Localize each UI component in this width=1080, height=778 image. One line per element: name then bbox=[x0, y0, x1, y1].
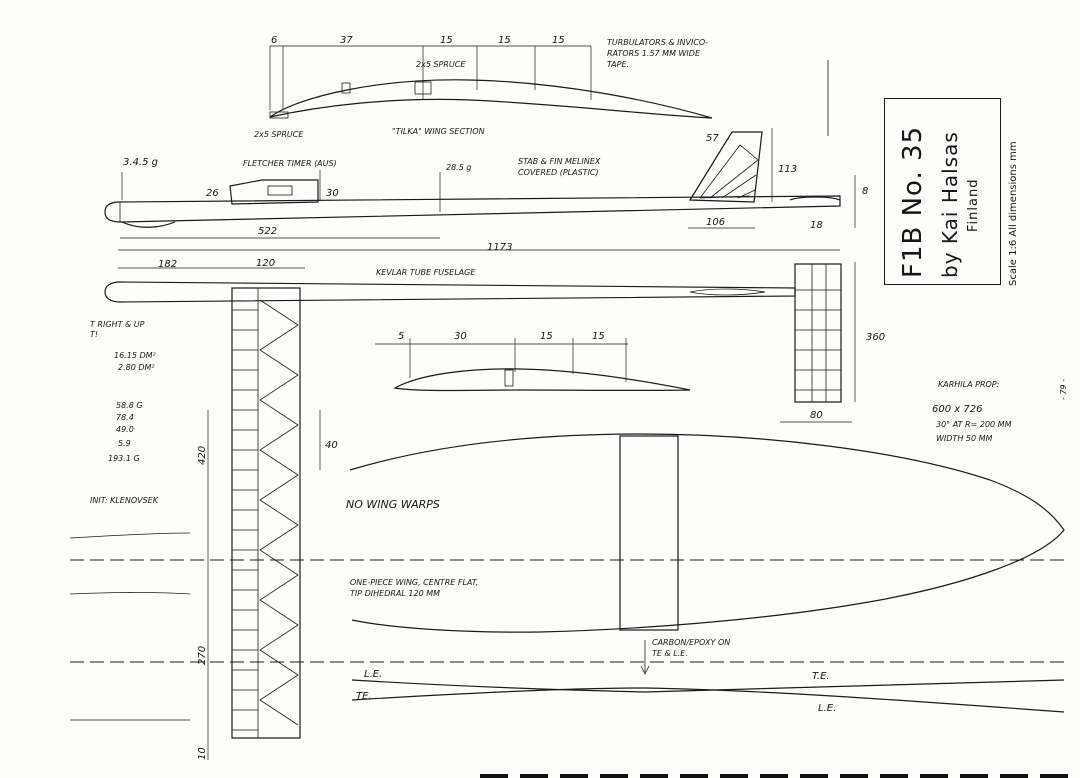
fin-dim-18: 18 bbox=[810, 220, 823, 231]
credit-note: INIT: KLENOVSEK bbox=[90, 496, 159, 505]
weight-3: 49.0 bbox=[116, 425, 134, 434]
dim-120: 120 bbox=[256, 258, 275, 269]
prop-hub-block bbox=[619, 435, 679, 631]
prop-line-3: WIDTH 50 MM bbox=[936, 434, 993, 443]
le-label-bottom: L.E. bbox=[818, 703, 836, 714]
weight-total: 193.1 G bbox=[108, 454, 140, 463]
prop-line-2: 30° AT R= 200 MM bbox=[936, 420, 1012, 429]
prop-blade-outline bbox=[349, 433, 1065, 633]
te-label-left: TE. bbox=[356, 691, 372, 702]
prop-edge-profile bbox=[70, 640, 1065, 721]
turbulator-note-2: RATORS 1.57 MM WIDE bbox=[607, 49, 701, 58]
wing-airfoil-outline bbox=[269, 79, 713, 119]
le-curve bbox=[351, 679, 1065, 693]
carbon-note-1: CARBON/EPOXY ON bbox=[652, 638, 730, 647]
wing-section: 6 37 15 15 15 2x5 SPRUCE 2x5 SPRUCE "TIL… bbox=[254, 35, 713, 139]
spar-center bbox=[341, 82, 351, 94]
wing-dim-15c: 15 bbox=[552, 35, 565, 46]
weight-1: 58.8 G bbox=[116, 401, 143, 410]
dim-1173: 1173 bbox=[487, 242, 512, 253]
dim-40: 40 bbox=[325, 440, 338, 451]
fuselage-label: KEVLAR TUBE FUSELAGE bbox=[376, 268, 476, 277]
turbulator-note-3: TAPE. bbox=[607, 60, 629, 69]
model-country: Finland bbox=[966, 178, 981, 232]
one-piece-note-2: TIP DIHEDRAL 120 MM bbox=[350, 589, 440, 598]
stab-chord-80: 80 bbox=[810, 410, 823, 421]
scale-note: Scale 1:6 All dimensions mm bbox=[1008, 141, 1019, 286]
span-420: 420 bbox=[197, 446, 208, 465]
wing-dim-6: 6 bbox=[271, 35, 277, 46]
prop-line-1: 600 x 726 bbox=[932, 404, 982, 415]
te-curve bbox=[351, 687, 1065, 713]
right-up-note: T RIGHT & UP bbox=[90, 320, 145, 329]
tail-stab-side bbox=[789, 196, 841, 201]
fin bbox=[688, 131, 763, 203]
title-box bbox=[884, 98, 1001, 285]
weight-2: 78.4 bbox=[116, 413, 134, 422]
dim-522: 522 bbox=[258, 226, 277, 237]
stab-section: 5 30 15 15 bbox=[375, 331, 691, 392]
prop-notes: KARHILA PROP: 600 x 726 30° AT R= 200 MM… bbox=[346, 379, 1068, 714]
area-wing: 16.15 DM² bbox=[114, 351, 157, 360]
dim-28-5: 28.5 g bbox=[446, 163, 471, 172]
no-warps-note: NO WING WARPS bbox=[346, 498, 440, 511]
span-10: 10 bbox=[197, 747, 208, 760]
prop-title: KARHILA PROP: bbox=[938, 380, 999, 389]
fin-dim-106: 106 bbox=[706, 217, 725, 228]
stab-dim-15b: 15 bbox=[592, 331, 605, 342]
wing-root-panel bbox=[231, 287, 301, 739]
stab-fin-note-1: STAB & FIN MELINEX bbox=[518, 157, 601, 166]
underfin bbox=[121, 221, 176, 228]
spar-bottom-label: 2x5 SPRUCE bbox=[254, 130, 304, 139]
model-author: by Kai Halsas bbox=[938, 131, 962, 278]
top-view: 182 120 KEVLAR TUBE FUSELAGE 360 80 T RI… bbox=[90, 258, 885, 760]
fuselage-side bbox=[104, 195, 841, 223]
stabilizer-top bbox=[794, 263, 842, 403]
stab-airfoil bbox=[393, 368, 691, 392]
timer-label: FLETCHER TIMER (AUS) bbox=[243, 159, 337, 168]
stab-span-360: 360 bbox=[866, 332, 885, 343]
fin-dim-57: 57 bbox=[706, 133, 719, 144]
le-label-top: L.E. bbox=[364, 669, 382, 680]
dim-182: 182 bbox=[158, 259, 177, 270]
one-piece-note-1: ONE-PIECE WING, CENTRE FLAT, bbox=[350, 578, 478, 587]
weight-4: 5.9 bbox=[118, 439, 131, 448]
fuselage-bulge bbox=[689, 288, 766, 296]
right-t-note: T! bbox=[90, 330, 98, 339]
spar-bottom bbox=[269, 111, 289, 119]
wing-dim-15b: 15 bbox=[498, 35, 511, 46]
carbon-note-2: TE & L.E. bbox=[652, 649, 688, 658]
stab-fin-note-2: COVERED (PLASTIC) bbox=[518, 168, 599, 177]
side-view: 3.4.5 g FLETCHER TIMER (AUS) 26 30 28.5 … bbox=[104, 128, 868, 253]
wing-dim-37: 37 bbox=[340, 35, 353, 46]
wing-dim-15a: 15 bbox=[440, 35, 453, 46]
propeller-blade bbox=[69, 433, 1065, 633]
timer-pod bbox=[229, 179, 319, 205]
page-mark: - 79 - bbox=[1059, 379, 1068, 400]
fin-dim-113: 113 bbox=[778, 164, 797, 175]
span-270: 270 bbox=[197, 646, 208, 665]
dim-26: 26 bbox=[206, 188, 219, 199]
area-stab: 2.80 DM² bbox=[118, 363, 155, 372]
turbulator-note-1: TURBULATORS & INVICO- bbox=[607, 38, 708, 47]
spar-top-label: 2x5 SPRUCE bbox=[416, 60, 466, 69]
model-title: F1B No. 35 bbox=[898, 125, 928, 278]
fin-dim-8: 8 bbox=[862, 186, 868, 197]
te-label-right: T.E. bbox=[812, 671, 830, 682]
stab-dim-15a: 15 bbox=[540, 331, 553, 342]
stab-dim-5: 5 bbox=[398, 331, 404, 342]
nose-weight-label: 3.4.5 g bbox=[123, 157, 158, 168]
wing-section-label: "TILKA" WING SECTION bbox=[392, 127, 485, 136]
dim-30: 30 bbox=[326, 188, 339, 199]
stab-dim-30: 30 bbox=[454, 331, 467, 342]
